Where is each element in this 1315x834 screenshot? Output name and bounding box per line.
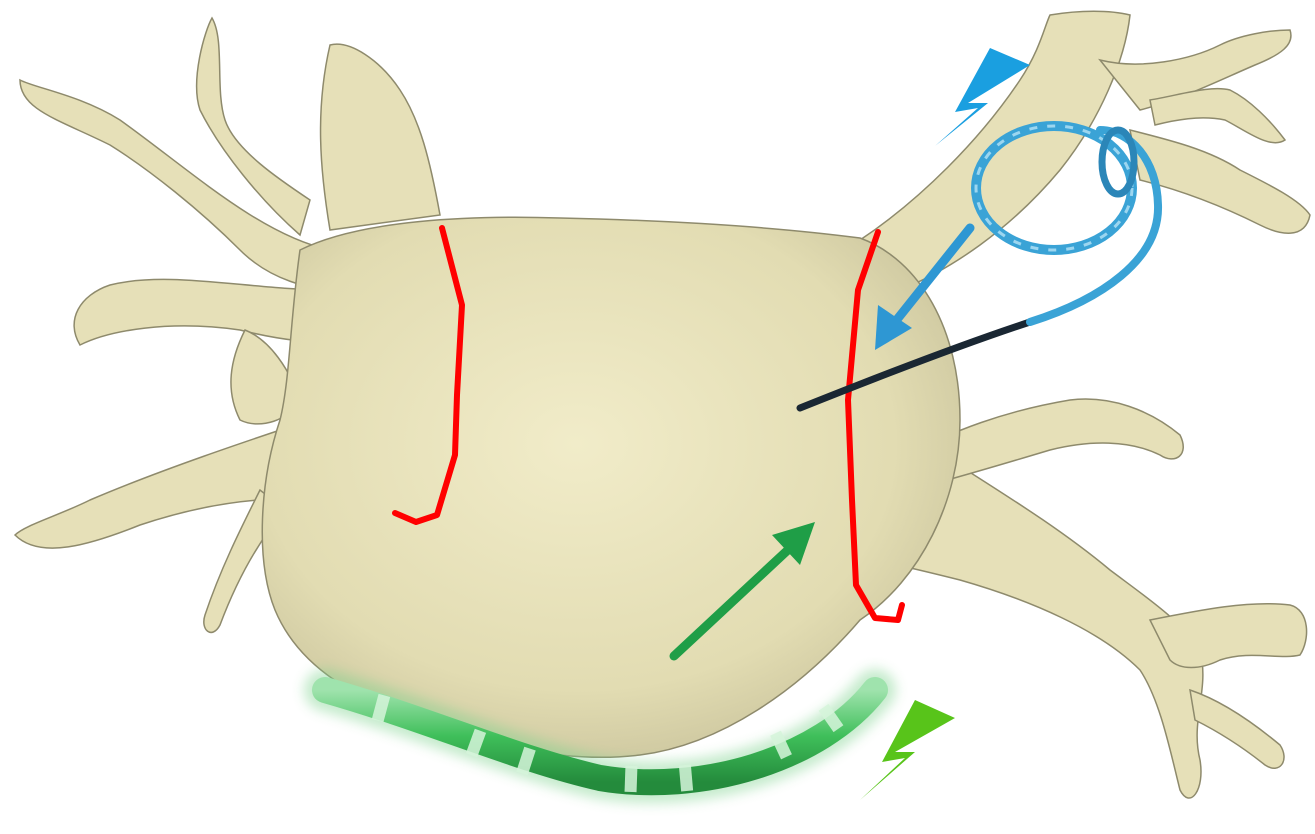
left-superior-vein [20,80,340,290]
right-upper-branch-3 [1150,89,1285,143]
right-lower-branch-2 [1190,690,1284,768]
left-top-lobe [321,44,440,230]
right-lower-branch [1150,604,1307,668]
